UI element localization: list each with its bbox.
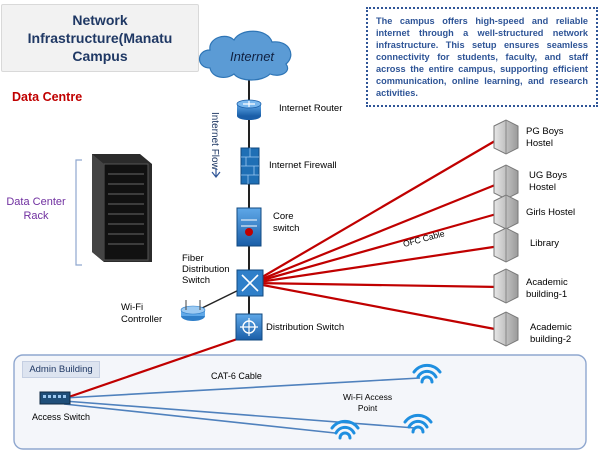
building-icon bbox=[493, 311, 519, 347]
ofc-link-admin bbox=[59, 333, 250, 402]
cat6-cable-label: CAT-6 Cable bbox=[211, 371, 262, 381]
core-switch-label-line: Core bbox=[273, 211, 294, 222]
ofc-link-pg-boys bbox=[251, 137, 501, 284]
internet-label: Internet bbox=[230, 49, 275, 64]
building-icon bbox=[493, 227, 519, 263]
ofc-link-library bbox=[251, 244, 501, 285]
core-switch-label: Core switch bbox=[273, 211, 299, 235]
admin-building-label: Admin Building bbox=[22, 361, 100, 378]
core-switch-icon bbox=[236, 207, 262, 247]
fiber-switch-label-line: Fiber bbox=[182, 253, 204, 264]
data-centre-heading: Data Centre bbox=[12, 90, 83, 104]
academic-building-1-line: building-1 bbox=[526, 289, 568, 300]
academic-building-2-line: building-2 bbox=[530, 334, 572, 345]
wifi-icon bbox=[412, 363, 442, 384]
server-rack-icon bbox=[92, 154, 152, 262]
ofc-cable-label: OFC Cable bbox=[402, 228, 446, 249]
cat6-link bbox=[63, 403, 336, 434]
academic-building-2-label: Academic building-2 bbox=[530, 322, 572, 346]
wifi-controller-label: Wi-Fi Controller bbox=[121, 302, 162, 326]
building-icon bbox=[493, 268, 519, 304]
internet-flow-label: Internet Flow bbox=[209, 112, 220, 171]
cat6-link bbox=[63, 377, 421, 399]
library-label: Library bbox=[530, 238, 560, 249]
wifi-access-point-line: Wi-Fi Access bbox=[343, 392, 393, 402]
rack-label-line: Rack bbox=[23, 210, 49, 222]
fiber-switch-icon bbox=[236, 269, 264, 297]
fiber-switch-label: Fiber Distribution Switch bbox=[182, 253, 230, 286]
fiber-switch-label-line: Distribution bbox=[182, 264, 230, 275]
wifi-icon bbox=[330, 419, 360, 440]
distribution-switch-label: Distribution Switch bbox=[266, 322, 345, 333]
access-switch-label: Access Switch bbox=[32, 412, 91, 422]
ofc-link-academic-2 bbox=[251, 281, 501, 332]
cat6-links bbox=[63, 377, 421, 434]
wifi-access-point-label: Wi-Fi Access Point bbox=[343, 392, 392, 414]
ofc-links bbox=[59, 137, 501, 402]
title-line: Network bbox=[72, 12, 128, 28]
academic-building-2-line: Academic bbox=[530, 322, 572, 333]
wifi-controller-icon bbox=[180, 300, 206, 321]
page-title: Network Infrastructure(Manatu Campus bbox=[1, 4, 199, 72]
ug-boys-hostel-line: Hostel bbox=[529, 182, 556, 193]
rack-label-line: Data Center bbox=[6, 196, 66, 208]
rack-bracket bbox=[75, 159, 82, 266]
ofc-link-girls bbox=[251, 211, 501, 285]
access-switch-icon bbox=[39, 391, 71, 405]
firewall-icon bbox=[240, 147, 260, 185]
building-icon bbox=[493, 194, 519, 230]
title-line: Campus bbox=[72, 48, 128, 64]
core-switch-label-line: switch bbox=[273, 223, 300, 234]
girls-hostel-label: Girls Hostel bbox=[526, 207, 576, 218]
internet-cloud-icon bbox=[198, 30, 292, 81]
title-line: Infrastructure(Manatu bbox=[27, 30, 173, 46]
wifi-controller-label-line: Wi-Fi bbox=[121, 302, 144, 313]
router-icon bbox=[236, 99, 262, 120]
pg-boys-hostel-line: Hostel bbox=[526, 138, 553, 149]
pg-boys-hostel-label: PG Boys Hostel bbox=[526, 126, 564, 150]
arrow-down-icon bbox=[211, 168, 221, 178]
cat6-link bbox=[63, 400, 416, 429]
ug-boys-hostel-label: UG Boys Hostel bbox=[529, 170, 567, 194]
rack-label: Data Center Rack bbox=[4, 195, 68, 223]
description-box: The campus offers high-speed and reliabl… bbox=[366, 7, 598, 107]
wifi-access-point-line: Point bbox=[357, 403, 378, 413]
router-label: Internet Router bbox=[279, 103, 343, 114]
building-icon bbox=[493, 119, 519, 155]
ofc-link-ug-boys bbox=[251, 181, 501, 285]
firewall-label: Internet Firewall bbox=[269, 160, 337, 171]
academic-building-1-label: Academic building-1 bbox=[526, 277, 568, 301]
wifi-icon bbox=[403, 413, 433, 434]
fiber-switch-label-line: Switch bbox=[182, 275, 210, 286]
academic-building-1-line: Academic bbox=[526, 277, 568, 288]
pg-boys-hostel-line: PG Boys bbox=[526, 126, 564, 137]
distribution-switch-icon bbox=[235, 313, 263, 341]
wifi-controller-label-line: Controller bbox=[121, 314, 163, 325]
admin-building-region bbox=[13, 354, 587, 450]
ug-boys-hostel-line: UG Boys bbox=[529, 170, 568, 181]
building-icon bbox=[493, 164, 519, 200]
ofc-link-academic-1 bbox=[251, 281, 501, 289]
